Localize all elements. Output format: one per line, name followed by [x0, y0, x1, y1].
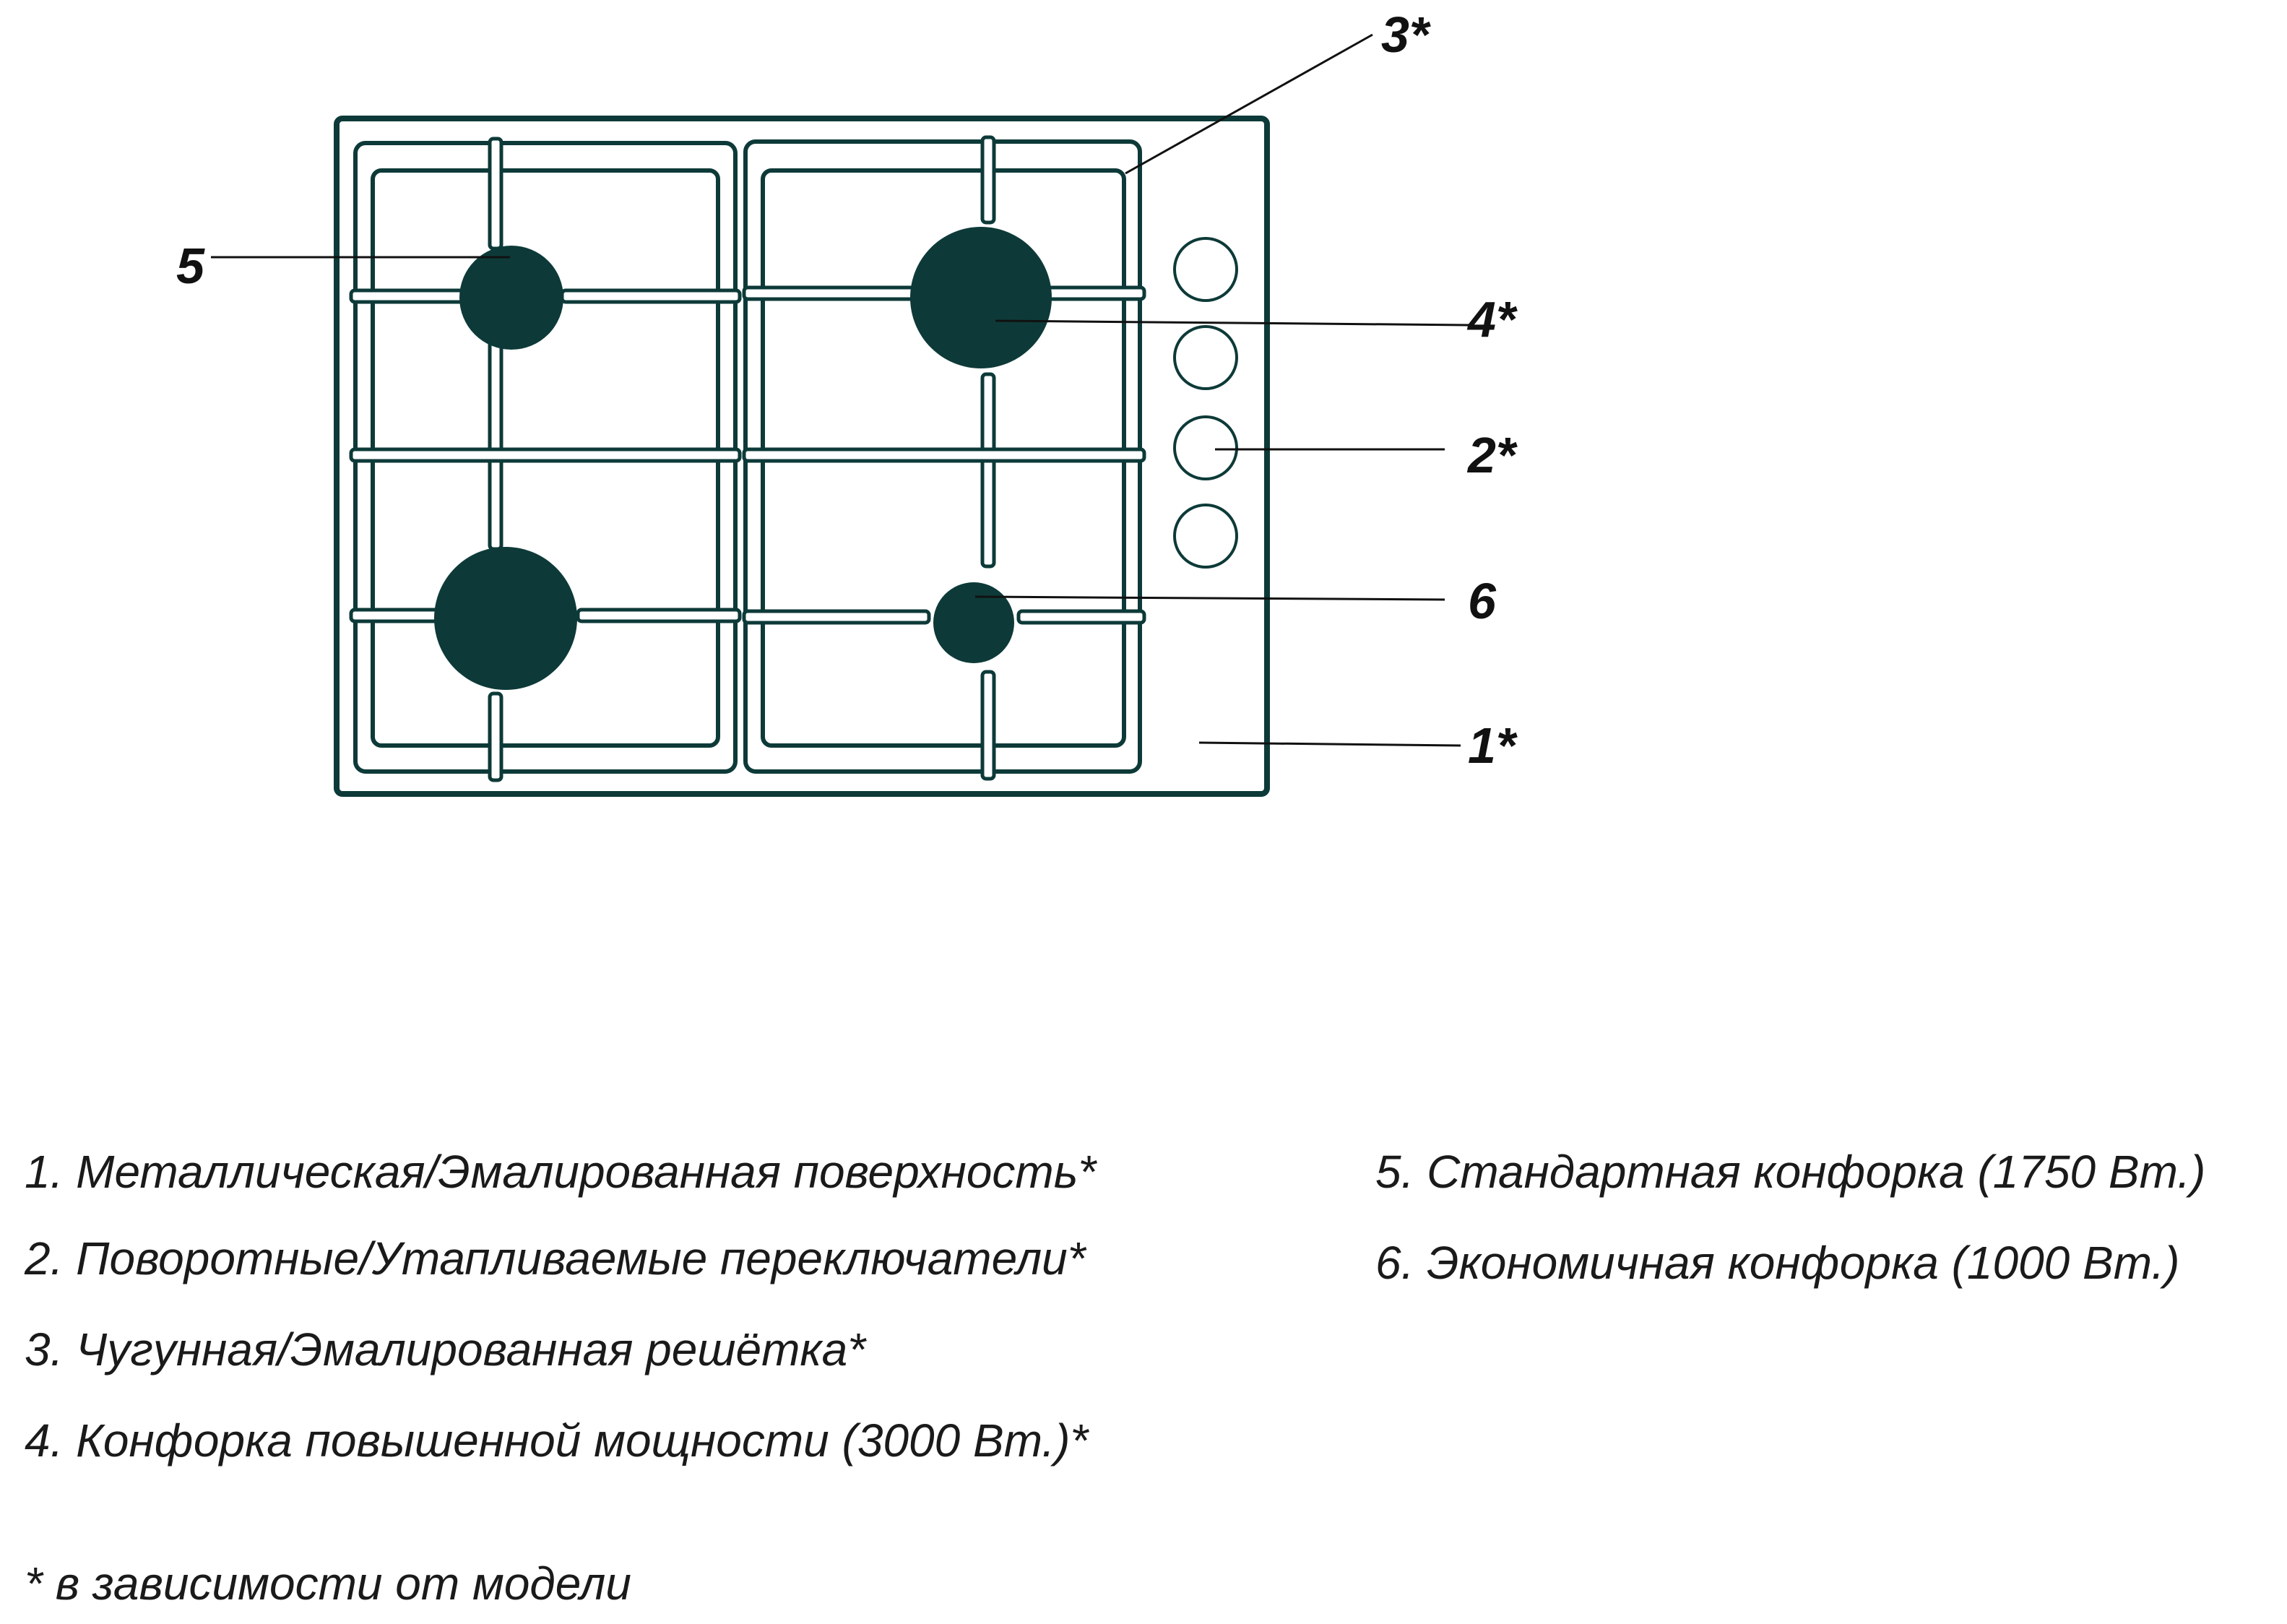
- knob-1: [1173, 237, 1238, 302]
- grate-bar: [349, 447, 742, 463]
- legend-item-4: 4. Конфорка повышенной мощности (3000 Вт…: [25, 1414, 1089, 1467]
- grate-bar: [1044, 285, 1146, 301]
- knob-3: [1173, 415, 1238, 480]
- callout-1: 1*: [1468, 717, 1518, 774]
- grate-bar: [488, 137, 503, 251]
- knob-4: [1173, 504, 1238, 569]
- legend-item-5: 5. Стандартная конфорка (1750 Вт.): [1375, 1146, 2206, 1198]
- grate-bar: [980, 372, 996, 569]
- callout-4: 4*: [1466, 291, 1518, 347]
- leader-1: [1198, 741, 1461, 747]
- legend-item-2: 2. Поворотные/Утапливаемые переключатели…: [25, 1232, 1086, 1284]
- footnote: * в зависимости от модели: [25, 1558, 631, 1610]
- grate-bar: [576, 608, 742, 623]
- grate-bar: [349, 288, 469, 304]
- callout-3: 3*: [1381, 7, 1431, 63]
- grate-bar: [980, 670, 996, 781]
- burner-high-power: [910, 227, 1052, 368]
- burner-large-front-left: [434, 547, 577, 690]
- burner-economy: [933, 582, 1014, 663]
- grate-bar: [1016, 609, 1146, 625]
- grate-bar: [742, 609, 931, 625]
- grate-bar: [742, 447, 1146, 463]
- knob-2: [1173, 325, 1238, 390]
- callout-6: 6: [1468, 573, 1497, 629]
- hob-diagram: 3* 5 4* 2* 6 1*: [176, 7, 1518, 797]
- burner-standard: [459, 246, 563, 350]
- grate-bar: [488, 691, 503, 782]
- leader-4: [995, 319, 1471, 327]
- grate-bar: [560, 288, 742, 304]
- legend-item-6: 6. Экономичная конфорка (1000 Вт.): [1375, 1237, 2180, 1289]
- leader-lines: [211, 33, 1471, 747]
- callout-5: 5: [176, 238, 205, 294]
- callout-2: 2*: [1466, 427, 1518, 483]
- legend-item-1: 1. Металлическая/Эмалированная поверхнос…: [25, 1146, 1097, 1198]
- grate-bar: [980, 135, 996, 225]
- grate-bar: [742, 285, 930, 301]
- leader-6: [974, 595, 1445, 601]
- leader-3: [1125, 33, 1373, 175]
- control-knobs: [1173, 237, 1238, 569]
- grate-bar: [488, 337, 503, 551]
- legend-item-3: 3. Чугунная/Эмалированная решётка*: [25, 1323, 866, 1375]
